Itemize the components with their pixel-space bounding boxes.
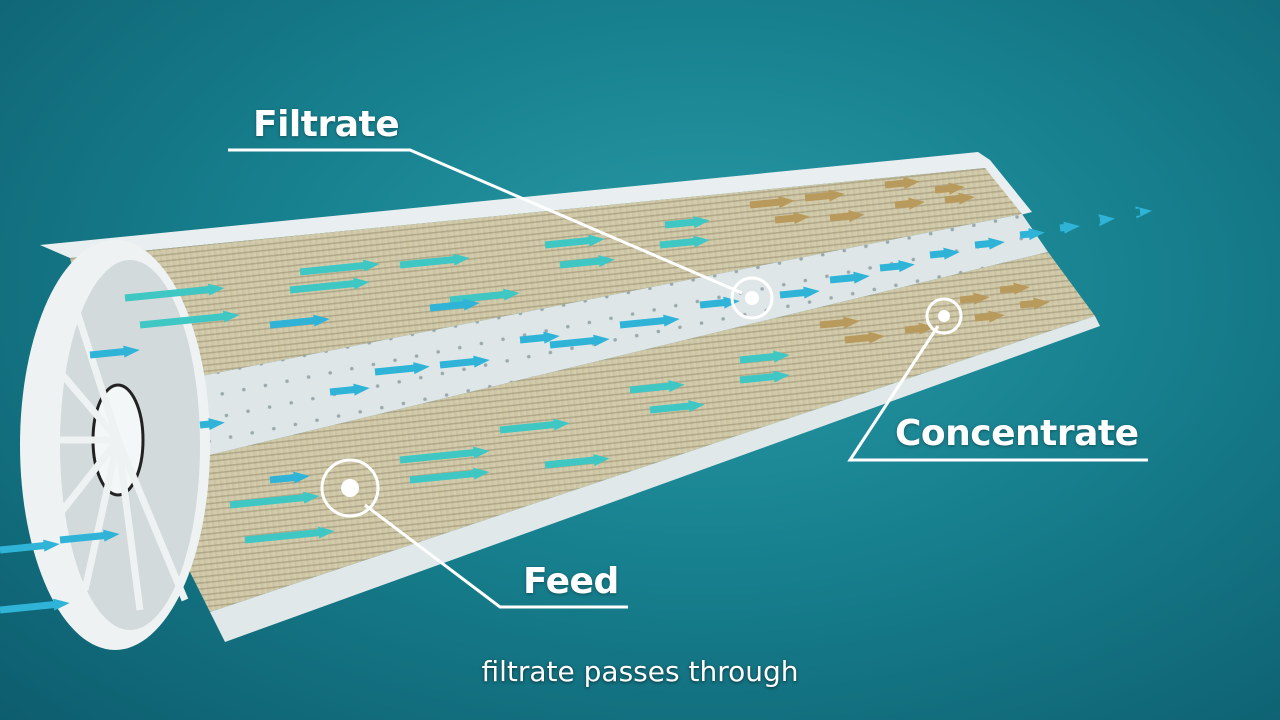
filtrate-flow-arrow [1019,228,1045,241]
concentrate-flow-arrow [819,316,860,329]
concentrate-flow-arrow [999,282,1030,295]
feed-flow-arrow [659,235,710,249]
filtrate-flow-arrow [829,271,870,284]
feed-flow-arrow [739,350,790,364]
end-cap [20,240,210,650]
feed-marker [320,458,380,518]
concentrate-flow-arrow [894,197,925,210]
feed-flow-arrow [399,253,470,269]
filtrate-flow-arrow [779,286,820,299]
filtrate-flow-arrow [879,260,915,273]
feed-flow-arrow [124,283,225,302]
filtrate-label: Filtrate [253,104,400,145]
feed-flow-arrow [629,380,685,394]
feed-label: Feed [523,561,619,602]
feed-flow-arrow [559,255,615,269]
concentrate-flow-arrow [974,310,1005,323]
feed-flow-arrow [544,454,610,469]
concentrate-flow-arrow [749,196,795,209]
filtrate-flow-arrow [549,334,610,349]
filtrate-flow-arrow [929,247,960,260]
subtitle-caption: filtrate passes through [481,655,799,688]
concentrate-flow-arrow [944,192,975,205]
filtrate-flow-arrow [619,314,680,329]
filtrate-flow-arrow [439,355,490,369]
feed-flow-arrow [289,277,370,294]
feed-flow-arrow [499,418,570,434]
filtrate-flow-arrow [1135,206,1152,219]
concentrate-flow-arrow [1019,297,1050,310]
feed-flow-arrow [664,216,710,229]
feed-flow-arrow [244,526,335,544]
filtrate-flow-arrow [429,298,480,312]
feed-flow-arrow [229,491,320,509]
feed-flow-arrow [399,446,490,464]
feed-flow-arrow [299,259,380,276]
feed-flow-arrow [544,234,605,249]
concentrate-flow-arrow [844,331,885,344]
filtrate-marker [730,276,774,320]
concentrate-flow-arrow [829,210,865,223]
filtrate-leader-line [228,148,743,295]
filtrate-flow-arrow [329,383,370,396]
feed-flow-arrow [409,467,490,484]
upper-membrane-panel [70,168,1022,395]
filtrate-flow-arrow [1098,214,1115,227]
filtrate-flow-arrow [974,237,1005,250]
filtrate-flow-arrow [0,539,60,554]
concentrate-flow-arrow [959,292,990,305]
concentrate-flow-arrow [884,177,920,190]
filtrate-flow-arrow [89,345,140,359]
bottom-rim [210,316,1100,642]
concentrate-marker [925,297,963,335]
filtrate-flow-arrow [0,598,70,614]
filtrate-flow-arrow [59,529,120,544]
concentrate-flow-arrow [904,322,935,335]
callout-lines [228,148,1148,609]
filtrate-flow-arrow [269,471,310,484]
filtrate-flow-arrow [269,314,330,329]
concentrate-flow-arrow [774,212,810,225]
feed-leader-line [364,503,628,609]
feed-flow-arrow [739,370,790,384]
filtrate-flow-arrow [374,362,430,376]
concentrate-label: Concentrate [895,413,1139,454]
feed-flow-arrow [649,400,705,414]
feed-flow-arrow [139,310,240,329]
concentrate-leader-line [847,325,1148,462]
filtrate-flow-arrow [1059,221,1080,234]
filtrate-flow-arrow [699,296,740,309]
concentrate-flow-arrow [934,182,965,195]
filtrate-flow-arrow [519,331,560,344]
concentrate-flow-arrow [804,189,845,202]
filtrate-flow-arrow [199,418,225,431]
